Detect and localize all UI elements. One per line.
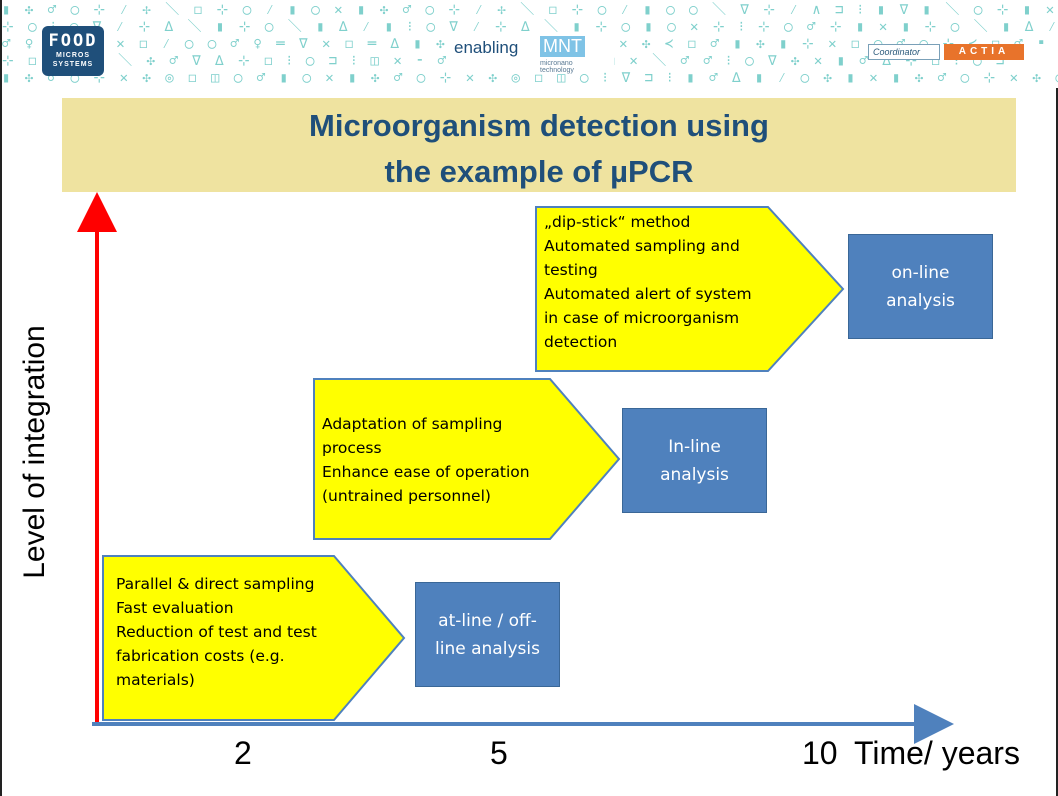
stage-box-line: at-line / off- <box>438 610 537 631</box>
callout-line: Fast evaluation <box>116 599 234 617</box>
coordinator-badge: Coordinator ACTIA <box>868 44 1046 60</box>
slide-title-line-1: Microorganism detection using <box>309 108 769 143</box>
callout-shape-stage-3 <box>535 206 845 372</box>
logo-food-subtext: MICROS <box>56 52 90 59</box>
logo-food-subtext: SYSTEMS <box>52 61 94 68</box>
symbol-pattern-row: ▮ ✣ ♂ ◯ ⊹ ⁄ ✢ ＼ ◻ ⊹ ◯ ⁄ ▮ ◯ ✕ ▮ ✣ ♂ ◯ ⊹ … <box>2 2 1058 18</box>
stage-box-in-line: In-line analysis <box>622 408 767 513</box>
x-axis-label: Time/ years <box>854 735 1020 771</box>
callout-line: Reduction of test and test <box>116 623 317 641</box>
logo-mnt-highlight: MNT <box>540 36 585 57</box>
callout-text-stage-3: „dip-stick“ method Automated sampling an… <box>544 210 784 354</box>
stage-box-on-line: on-line analysis <box>848 234 993 339</box>
callout-shape-stage-2 <box>313 378 621 540</box>
symbol-pattern-row: ▮ ✣ ♂ ◯ ⊹ ✕ ✣ ◎ ◻ ◫ ◯ ♂ ▮ ◯ ✕ ▮ ✣ ♂ ◯ ⊹ … <box>2 70 1058 86</box>
callout-text-stage-1: Parallel & direct sampling Fast evaluati… <box>116 572 346 692</box>
callout-line: Automated sampling and <box>544 237 740 255</box>
callout-line: testing <box>544 261 598 279</box>
callout-text-stage-2: Adaptation of sampling process Enhance e… <box>322 412 562 508</box>
callout-line: Automated alert of system <box>544 285 752 303</box>
logo-mnt-text: enabling <box>454 38 519 57</box>
logo-mnt-sub2: technology <box>540 67 574 74</box>
stage-box-line: on-line <box>891 262 950 283</box>
callout-line: process <box>322 439 382 457</box>
callout-line: detection <box>544 333 618 351</box>
callout-line: Parallel & direct sampling <box>116 575 315 593</box>
stage-box-line: analysis <box>886 290 955 311</box>
slide-title-line-2: the example of µPCR <box>384 154 694 189</box>
x-tick-label: 5 <box>490 735 508 771</box>
callout-line: „dip-stick“ method <box>544 213 691 231</box>
callout-line: Adaptation of sampling <box>322 415 503 433</box>
callout-line: in case of microorganism <box>544 309 740 327</box>
coordinator-label: Coordinator <box>868 44 940 60</box>
callout-line: fabrication costs (e.g. <box>116 647 285 665</box>
stage-box-at-line: at-line / off- line analysis <box>415 582 560 687</box>
callout-line: materials) <box>116 671 195 689</box>
logo-mnt-subtext: micronano technology <box>540 60 574 74</box>
y-axis-label: Level of integration <box>18 325 51 579</box>
logo-food-text: FOOD <box>48 31 98 51</box>
food-microsystems-logo: FOOD MICROS SYSTEMS <box>42 26 104 76</box>
coordinator-name: ACTIA <box>944 44 1024 60</box>
callout-line: Enhance ease of operation <box>322 463 530 481</box>
stage-box-line: analysis <box>660 464 729 485</box>
x-tick-label: 10 <box>802 735 838 771</box>
symbol-pattern-row: ⊹ ◯ ⁝ ◯ ∇ ⁄ ⊹ ∆ ＼ ▮ ⊹ ◯ ＼ ▮ ∆ ⁄ ▮ ⁝ ◯ ∇ … <box>2 19 1058 35</box>
callout-line: (untrained personnel) <box>322 487 491 505</box>
x-tick-label: 2 <box>234 735 252 771</box>
callout-shape-stage-1 <box>102 555 406 721</box>
header-band: ▮ ✣ ♂ ◯ ⊹ ⁄ ✢ ＼ ◻ ⊹ ◯ ⁄ ▮ ◯ ✕ ▮ ✣ ♂ ◯ ⊹ … <box>2 0 1058 88</box>
stage-box-line: In-line <box>668 436 721 457</box>
logo-mnt-sub1: micronano <box>540 60 573 67</box>
stage-box-line: line analysis <box>435 638 540 659</box>
title-band: Microorganism detection using the exampl… <box>62 98 1016 192</box>
enabling-mnt-logo: enabling MNT micronano technology <box>454 32 614 74</box>
